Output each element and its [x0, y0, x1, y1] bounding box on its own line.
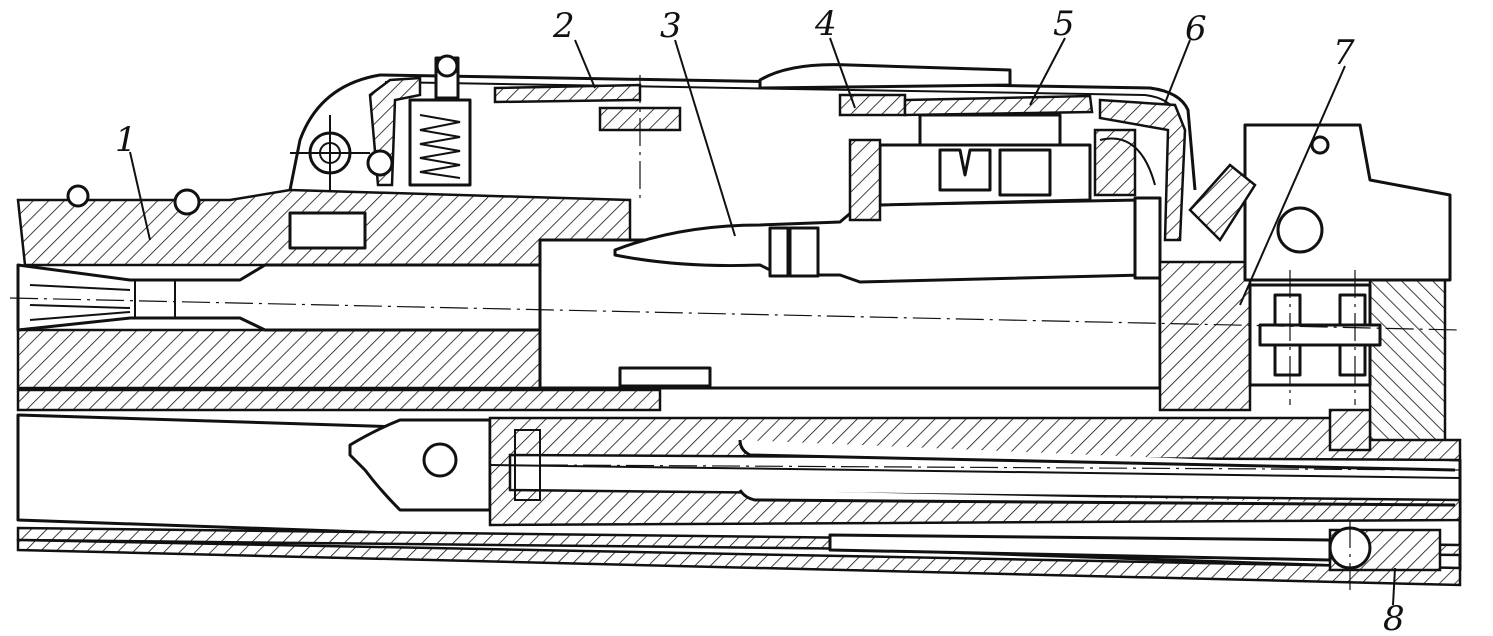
cover-latch — [290, 54, 472, 224]
callout-2: 2 — [552, 6, 575, 46]
chamber — [538, 196, 1162, 390]
feed-mechanism — [848, 113, 1156, 222]
leader-lines — [129, 37, 1396, 606]
callout-5: 5 — [1053, 4, 1075, 44]
callout-8: 8 — [1383, 599, 1405, 636]
gas-system — [16, 408, 1462, 587]
callout-7: 7 — [1333, 33, 1355, 73]
bolt-carrier — [1158, 123, 1452, 452]
callout-3: 3 — [660, 6, 682, 46]
callout-1: 1 — [115, 120, 137, 160]
callout-6: 6 — [1185, 9, 1207, 49]
receiver-cover — [288, 63, 1197, 242]
callout-4: 4 — [814, 4, 837, 44]
center-lines — [9, 75, 1461, 590]
